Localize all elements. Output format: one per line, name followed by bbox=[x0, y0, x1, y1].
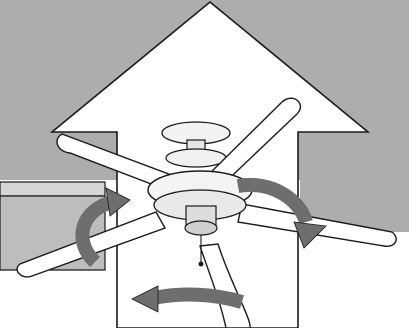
ceiling-trim bbox=[0, 182, 105, 196]
rotation-arrow-bottom bbox=[154, 295, 242, 302]
